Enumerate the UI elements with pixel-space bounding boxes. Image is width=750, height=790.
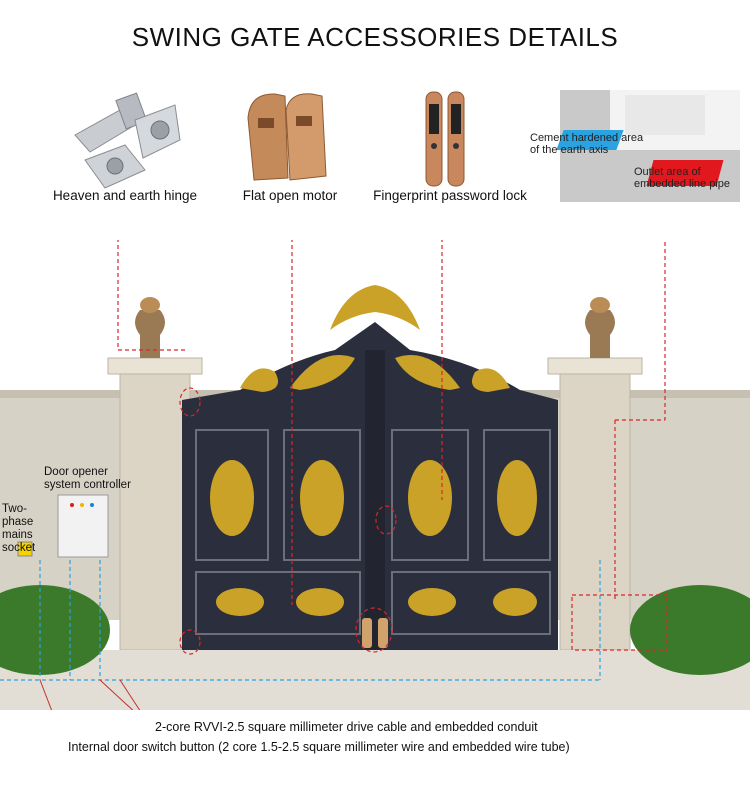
guide-lines-red: [117, 240, 668, 655]
switch-label: Internal door switch button (2 core 1.5-…: [68, 740, 570, 754]
right-pillar: [559, 364, 631, 651]
hinge-icon: [74, 92, 181, 189]
pointer-lines: [39, 679, 141, 710]
embed-diagram: [556, 90, 740, 202]
controller-label: Door opener system controller: [44, 466, 131, 491]
page-title: SWING GATE ACCESSORIES DETAILS: [131, 22, 619, 52]
right-lamp: [585, 297, 615, 358]
hinge-label: Heaven and earth hinge: [52, 188, 198, 203]
lock-label: Fingerprint password lock: [373, 188, 527, 203]
motor-label: Flat open motor: [242, 188, 338, 203]
outlet-label: Outlet area of embedded line pipe: [634, 166, 731, 190]
cable-label: 2-core RVVI-2.5 square millimeter drive …: [155, 720, 538, 734]
controller-box: [57, 494, 109, 558]
gate-scene: [0, 240, 750, 710]
cement-label: Cement hardened area of the earth axis: [530, 132, 644, 156]
gold-ornaments: [210, 460, 537, 616]
right-bush: [630, 585, 750, 675]
left-lamp: [135, 297, 165, 358]
lock-icon: [425, 91, 465, 187]
mains-socket: [17, 541, 33, 557]
left-bush: [0, 585, 110, 675]
socket-label: Two-phase mains socket: [2, 503, 36, 554]
motor-icon: [247, 93, 327, 181]
left-pillar: [119, 364, 191, 651]
